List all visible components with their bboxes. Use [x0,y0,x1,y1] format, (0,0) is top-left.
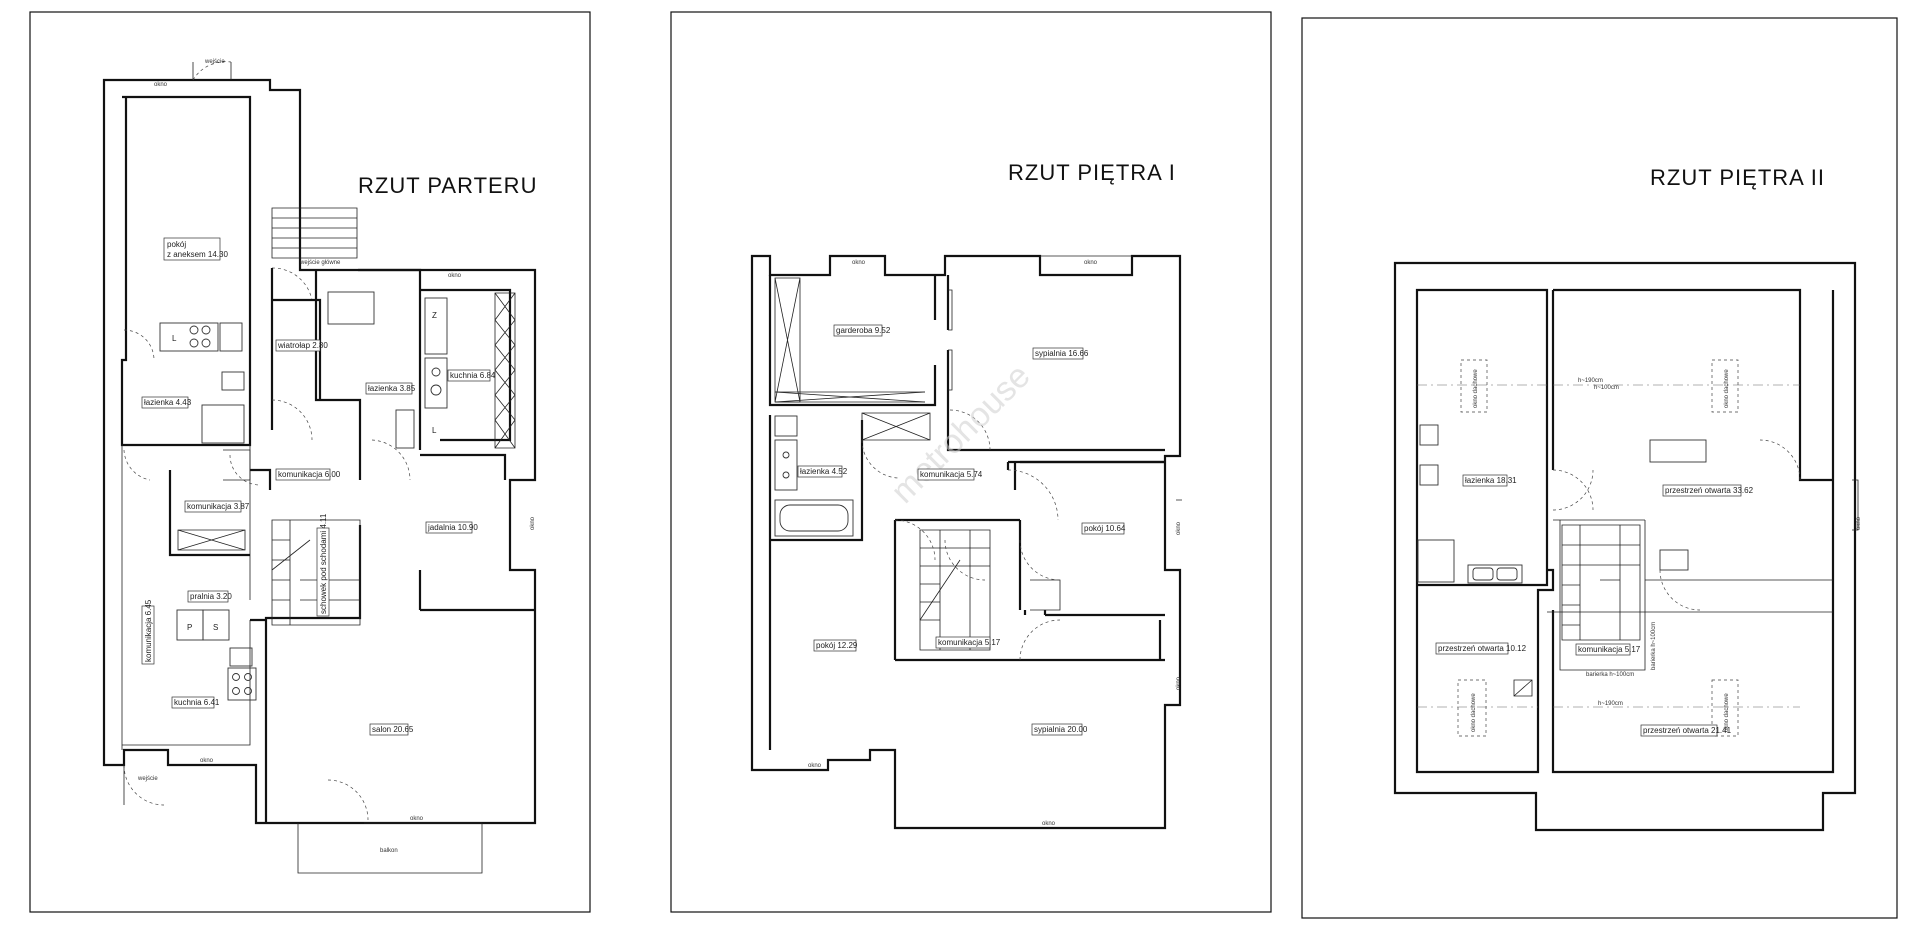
first-window-5: okno [1176,521,1182,535]
first-room-labels: garderoba 9.52 sypialnia 16.66 łazienka … [797,324,1126,736]
ground-room-10: komunikacja 6.45 [144,599,153,662]
ground-entrance-bottom: wejście [137,776,158,782]
second-floor-frame [1301,17,1898,919]
second-roof-window-4: okno dachowe [1724,693,1730,732]
first-room-0: garderoba 9.52 [836,326,891,335]
ground-fixture-l: L [172,334,177,343]
ground-floor-frame [29,11,591,913]
second-room-labels: łazienka 18.31 przestrzeń otwarta 33.62 … [1435,474,1754,737]
first-room-4: pokój 10.64 [1084,524,1126,533]
ground-window-balcony: okno [410,816,424,822]
second-height-190b: h~190cm [1598,701,1623,707]
second-room-0: łazienka 18.31 [1465,476,1517,485]
first-floor-plan: RZUT PIĘTRA I okno okno ok [670,11,1272,913]
second-window: okno [1856,516,1862,530]
ground-balcony: balkon [380,848,398,854]
ground-room-3: kuchnia 6.84 [450,371,496,380]
second-room-4: przestrzeń otwarta 21.41 [1643,726,1732,735]
first-room-1: sypialnia 16.66 [1035,349,1089,358]
first-window-6: okno [1176,676,1182,690]
first-window-2: okno [1084,260,1098,266]
first-room-2: łazienka 4.52 [800,467,848,476]
ground-room-0a: pokój [167,240,186,249]
ground-room-6: komunikacja 3.87 [187,502,250,511]
second-room-1: przestrzeń otwarta 33.62 [1665,486,1754,495]
second-height-100: h~100cm [1594,385,1619,391]
ground-room-8: schowek pod schodami 4.11 [319,513,328,614]
ground-room-1: wiatrołap 2.80 [277,341,328,350]
ground-window-right: okno [530,516,536,530]
ground-window-kitchen: okno [448,273,462,279]
ground-room-0b: z aneksem 14.30 [167,250,228,259]
second-room-3: komunikacja 5.17 [1578,645,1641,654]
ground-fixture-z: Z [432,311,437,320]
first-room-6: komunikacja 5.17 [938,638,1001,647]
ground-entrance-main: wejście główne [299,260,341,266]
ground-room-7: jadalnia 10.90 [427,523,478,532]
first-window-3: okno [808,763,822,769]
ground-room-5: komunikacja 6.00 [278,470,341,479]
second-roof-window-2: okno dachowe [1724,369,1730,408]
first-room-3: komunikacja 5.74 [920,470,983,479]
ground-room-labels: pokój z aneksem 14.30 wiatrołap 2.80 łaz… [141,237,496,736]
second-roof-window-1: okno dachowe [1473,369,1479,408]
second-height-190a: h~190cm [1578,378,1603,384]
ground-window-top: okno [154,82,168,88]
ground-room-9: pralnia 3.20 [190,592,232,601]
ground-window-bottom: okno [200,758,214,764]
ground-floor-title: RZUT PARTERU [358,173,537,198]
ground-room-12: salon 20.65 [372,725,414,734]
second-railing-2: barierka h~100cm [1651,622,1657,670]
first-room-7: sypialnia 20.00 [1034,725,1088,734]
ground-floor-plan: RZUT PARTERU wejście okno wejście główne… [29,11,591,913]
ground-fixture-s: S [213,623,218,632]
second-floor-title: RZUT PIĘTRA II [1650,165,1825,190]
ground-fixture-l2: L [432,426,437,435]
second-room-2: przestrzeń otwarta 10.12 [1438,644,1527,653]
ground-entrance-top: wejście [204,59,225,65]
ground-room-2: łazienka 3.85 [368,384,416,393]
ground-room-4: łazienka 4.43 [144,398,192,407]
first-window-4: okno [1042,821,1056,827]
second-floor-plan: RZUT PIĘTRA II okno dachowe okno dachowe… [1301,17,1898,919]
first-floor-title: RZUT PIĘTRA I [1008,160,1176,185]
first-room-5: pokój 12.29 [816,641,858,650]
ground-room-11: kuchnia 6.41 [174,698,220,707]
second-railing-1: barierka h~100cm [1586,672,1634,678]
first-window-1: okno [852,260,866,266]
ground-fixture-p: P [187,623,192,632]
second-roof-window-3: okno dachowe [1471,693,1477,732]
first-floor-frame [670,11,1272,913]
